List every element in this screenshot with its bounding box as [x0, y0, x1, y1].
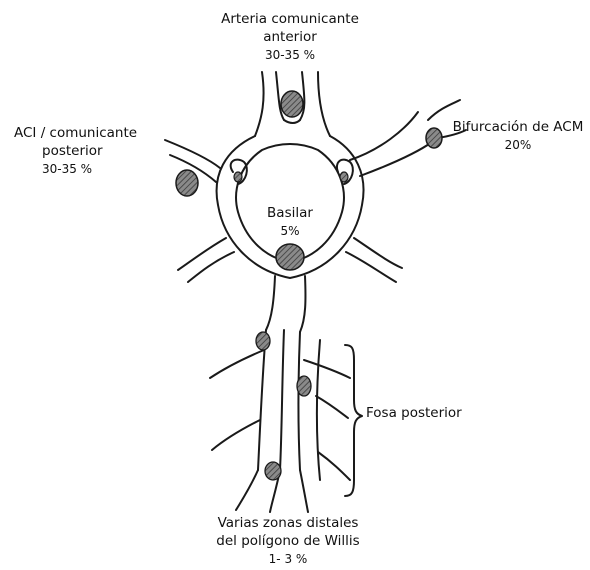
label-line: Fosa posterior: [366, 404, 486, 422]
vertebral-right-outer: [317, 340, 320, 480]
anterior-cerebral-artery-right-outer: [318, 72, 330, 136]
anterior-cerebral-artery-left: [255, 72, 264, 136]
aneurysm-basilar: [276, 244, 304, 270]
basilar-left-wall: [266, 276, 275, 330]
label-line: Bifurcación de ACM: [448, 118, 588, 136]
label-percent: 5%: [250, 222, 330, 240]
aneurysm-mca-bifurcation: [426, 128, 442, 148]
anterior-communicating-artery: [284, 120, 300, 123]
vertebral-left-inner: [280, 330, 284, 470]
aneurysm-left-pcom-small: [234, 172, 242, 182]
label-ica-posterior-communicating: ACI / comunicante posterior 30-35 %: [0, 124, 158, 178]
branch-right-1: [304, 360, 350, 378]
aneurysm-posterior-fossa-2: [297, 376, 311, 396]
label-percent: 20%: [448, 136, 588, 154]
label-line: ACI / comunicante: [0, 124, 158, 142]
label-line: Varias zonas distales: [188, 514, 388, 532]
label-percent: 1- 3 %: [188, 550, 388, 568]
branch-right-2: [316, 396, 348, 418]
aneurysm-distal: [265, 462, 281, 480]
aneurysm-posterior-fossa-1: [256, 332, 270, 350]
label-posterior-fossa: Fosa posterior: [366, 404, 486, 422]
label-line: posterior: [0, 142, 158, 160]
label-basilar: Basilar 5%: [250, 204, 330, 240]
posterior-fossa-bracket: [345, 345, 362, 496]
vertebral-right: [299, 332, 301, 470]
label-line: del polígono de Willis: [188, 532, 388, 550]
aneurysm-anterior-communicating: [281, 91, 303, 117]
middle-cerebral-right-lower: [360, 142, 432, 176]
internal-carotid-left: [165, 140, 220, 168]
branch-right-3: [318, 452, 350, 480]
branch-right-4: [300, 470, 308, 512]
branch-left-2: [212, 420, 260, 450]
posterior-cerebral-right-2: [346, 252, 396, 282]
branch-left-3: [236, 470, 258, 510]
aneurysm-ica-pcom: [176, 170, 198, 196]
posterior-cerebral-right: [354, 238, 402, 268]
branch-left-1: [210, 350, 264, 378]
label-line: Basilar: [250, 204, 330, 222]
basilar-right-wall: [300, 276, 305, 332]
label-percent: 30-35 %: [210, 46, 370, 64]
label-anterior-communicating: Arteria comunicante anterior 30-35 %: [210, 10, 370, 64]
label-percent: 30-35 %: [0, 160, 158, 178]
label-line: anterior: [210, 28, 370, 46]
middle-cerebral-right-upper: [350, 112, 418, 160]
label-distal-zones: Varias zonas distales del polígono de Wi…: [188, 514, 388, 568]
aneurysm-right-pcom-small: [340, 172, 348, 182]
mca-branch-up: [428, 100, 460, 120]
posterior-cerebral-left-2: [188, 252, 234, 282]
posterior-cerebral-left: [178, 238, 226, 270]
label-mca-bifurcation: Bifurcación de ACM 20%: [448, 118, 588, 154]
label-line: Arteria comunicante: [210, 10, 370, 28]
